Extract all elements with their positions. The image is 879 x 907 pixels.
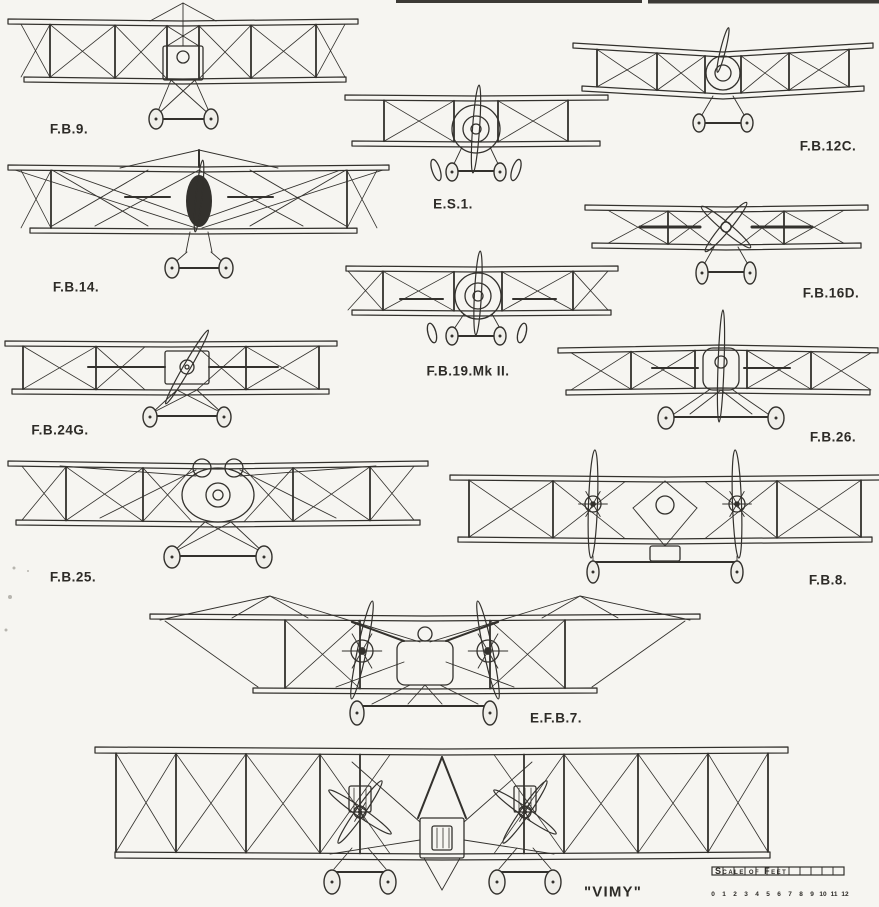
paper-smudge [12, 566, 16, 570]
aircraft-fb9 [7, 2, 359, 130]
aircraft-es1 [344, 84, 609, 182]
scale-tick: 8 [799, 891, 803, 898]
label-fb19: F.B.19.Mk II. [426, 363, 510, 379]
page-edge-artifact [396, 0, 642, 3]
scale-tick: 7 [788, 891, 792, 898]
scale-tick: 5 [766, 891, 770, 898]
aircraft-fb24g [4, 329, 338, 428]
scale-tick: 10 [819, 891, 827, 898]
label-fb24g: F.B.24G. [31, 422, 89, 438]
label-fb25: F.B.25. [49, 569, 97, 585]
scale-tick: 6 [777, 891, 781, 898]
label-fb26: F.B.26. [809, 429, 857, 445]
scale-tick: 3 [744, 891, 748, 898]
scale-tick: 1 [722, 891, 726, 898]
paper-smudge [4, 628, 8, 632]
scale-tick: 2 [733, 891, 737, 898]
aircraft-vimy [94, 746, 789, 895]
scale-ruler [711, 866, 845, 876]
scale-tick: 11 [830, 891, 838, 898]
label-fb16d: F.B.16D. [802, 285, 860, 301]
scale-tick: 12 [841, 891, 849, 898]
page-edge-artifact [648, 0, 879, 4]
scale-tick: 9 [810, 891, 814, 898]
aircraft-fb14 [7, 149, 390, 279]
aircraft-efb7 [149, 595, 701, 726]
scale-tick: 4 [755, 891, 759, 898]
scale-title: Scale of Feet [715, 866, 788, 876]
label-fb9: F.B.9. [49, 121, 89, 137]
label-fb14: F.B.14. [52, 279, 100, 295]
aircraft-fb26 [557, 309, 879, 430]
aircraft-fb12c [572, 27, 874, 133]
scale-tick: 0 [711, 891, 715, 898]
aircraft-fb19 [345, 250, 619, 346]
label-fb12c: F.B.12C. [799, 138, 857, 154]
paper-smudge [8, 595, 12, 599]
paper-smudge [27, 570, 29, 572]
label-es1: E.S.1. [433, 196, 473, 212]
label-vimy: "VIMY" [583, 883, 643, 901]
label-fb8: F.B.8. [808, 572, 848, 588]
aircraft-fb25 [7, 458, 429, 569]
label-efb7: E.F.B.7. [529, 710, 583, 726]
aircraft-fb8 [449, 449, 879, 584]
aircraft-fb16d [584, 201, 869, 285]
